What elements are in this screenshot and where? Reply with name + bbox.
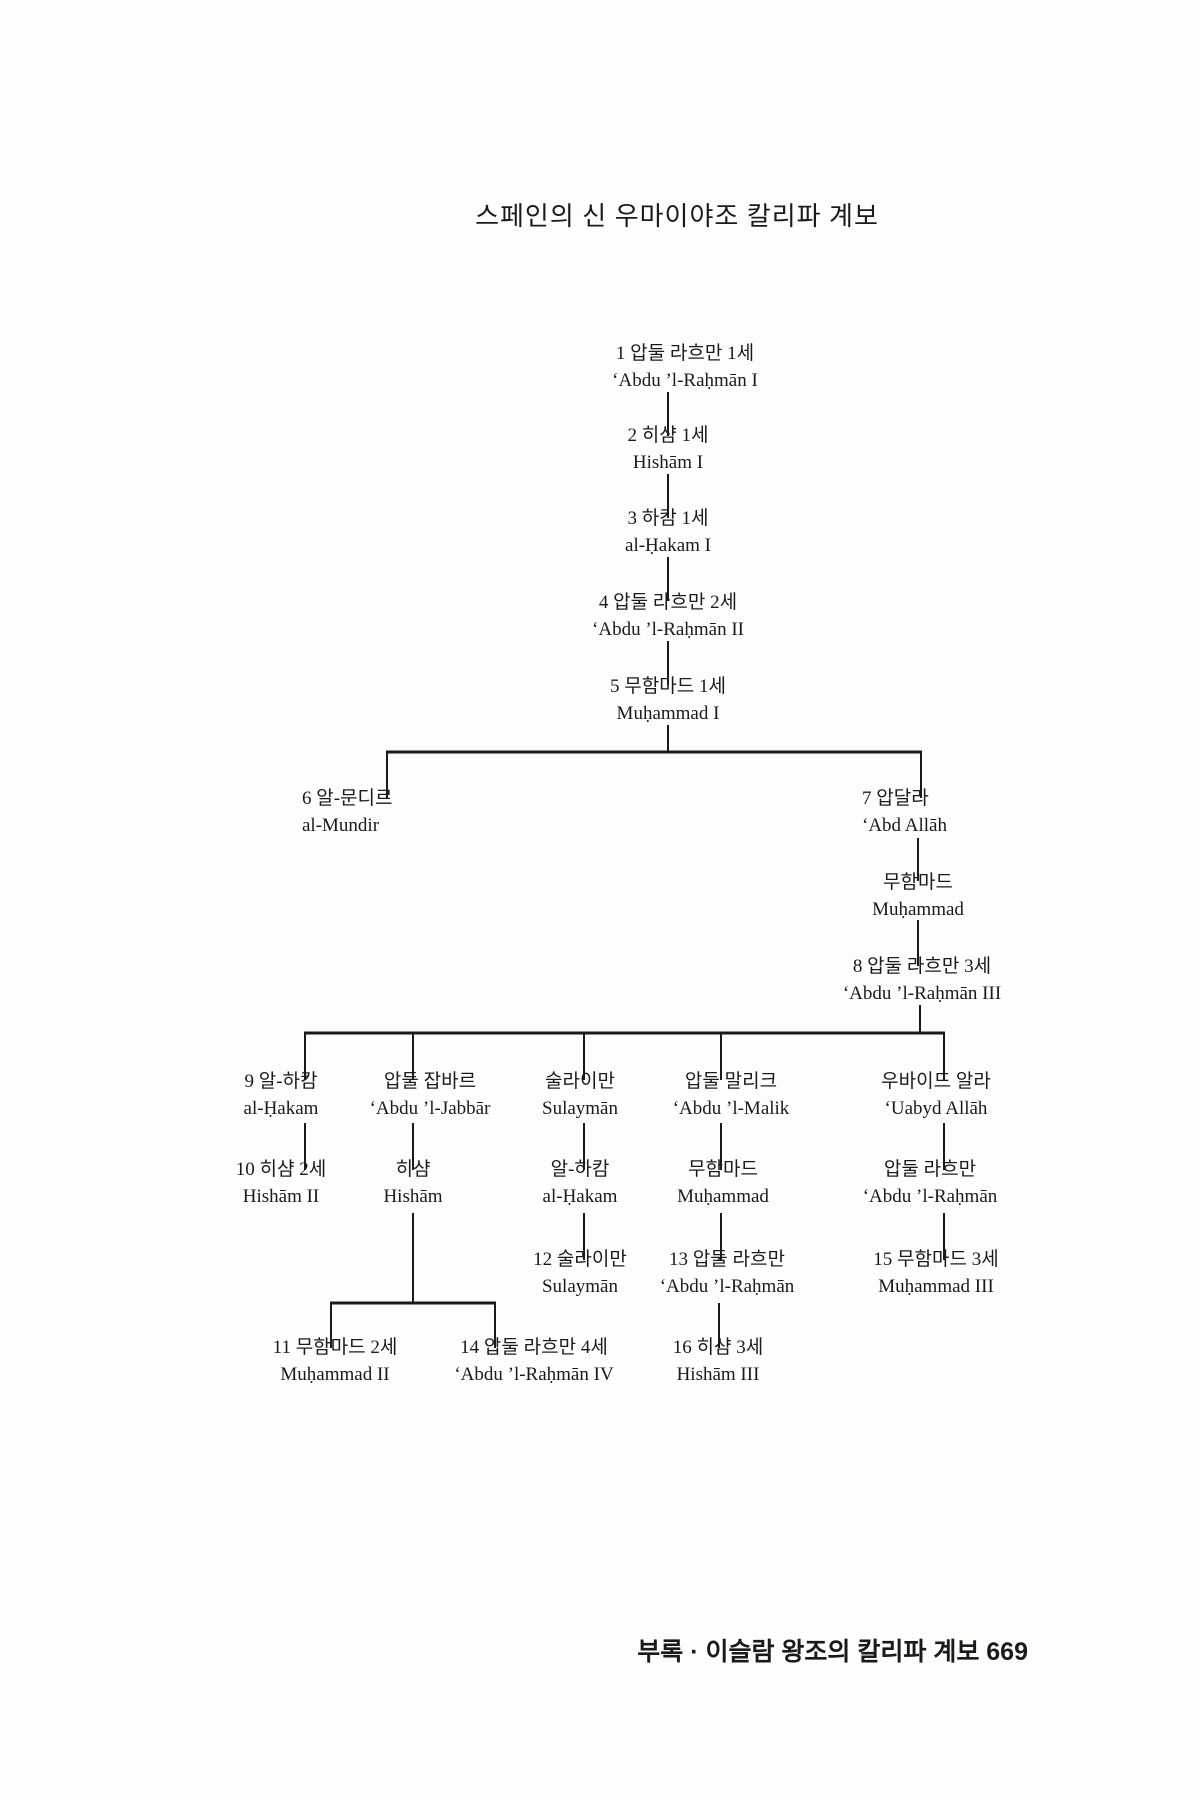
node-romanized-name: Hishām [383, 1186, 443, 1207]
tree-node: 무함마드 Muḥammad [872, 869, 964, 923]
node-romanized-name: Sulaymān [541, 1276, 618, 1297]
node-korean-name: 4 압둘 라흐만 2세 [598, 592, 738, 613]
node-romanized-name: Hishām I [632, 452, 704, 473]
tree-node: 1 압둘 라흐만 1세 ‘Abdu ’l-Raḥmān I [612, 340, 758, 394]
tree-node: 무함마드 Muḥammad [677, 1156, 769, 1210]
tree-node: 술라이만 Sulaymān [542, 1068, 618, 1122]
node-korean-name: 술라이만 [545, 1071, 615, 1092]
node-korean-name: 무함마드 [883, 872, 953, 893]
node-romanized-name: ‘Abdu ’l-Raḥmān [659, 1276, 795, 1297]
node-romanized-name: ‘Abd Allāh [862, 815, 947, 836]
node-korean-name: 알-하캄 [550, 1159, 610, 1180]
tree-node: 압둘 말리크 ‘Abdu ’l-Malik [673, 1068, 790, 1122]
node-korean-name: 압둘 라흐만 [883, 1159, 977, 1180]
node-romanized-name: ‘Abdu ’l-Raḥmān [862, 1186, 998, 1207]
tree-node: 압둘 잡바르 ‘Abdu ’l-Jabbār [370, 1068, 491, 1122]
page-number: 669 [986, 1638, 1028, 1666]
node-romanized-name: Muḥammad I [616, 703, 720, 724]
node-korean-name: 8 압둘 라흐만 3세 [852, 956, 992, 977]
node-romanized-name: ‘Abdu ’l-Jabbār [369, 1098, 491, 1119]
node-romanized-name: Hishām II [242, 1186, 320, 1207]
node-romanized-name: Hishām III [676, 1364, 760, 1385]
tree-node: 3 하캄 1세 al-Ḥakam I [625, 505, 711, 559]
node-korean-name: 16 히샴 3세 [672, 1337, 764, 1358]
tree-node: 4 압둘 라흐만 2세 ‘Abdu ’l-Raḥmān II [592, 589, 744, 643]
tree-node: 히샴 Hishām [383, 1156, 442, 1210]
tree-node: 5 무함마드 1세 Muḥammad I [610, 673, 726, 727]
node-korean-name: 압둘 잡바르 [383, 1071, 477, 1092]
node-korean-name: 14 압둘 라흐만 4세 [460, 1337, 608, 1358]
node-korean-name: 압둘 말리크 [684, 1071, 778, 1092]
node-korean-name: 5 무함마드 1세 [610, 676, 726, 697]
node-korean-name: 11 무함마드 2세 [272, 1337, 398, 1358]
chart-title: 스페인의 신 우마이야조 칼리파 계보 [475, 202, 879, 231]
tree-node: 10 히샴 2세 Hishām II [236, 1156, 326, 1210]
tree-node: 13 압둘 라흐만 ‘Abdu ’l-Raḥmān [660, 1246, 795, 1300]
node-korean-name: 13 압둘 라흐만 [669, 1249, 785, 1270]
node-romanized-name: al-Mundir [302, 815, 380, 836]
tree-node: 14 압둘 라흐만 4세 ‘Abdu ’l-Raḥmān IV [454, 1334, 613, 1388]
tree-node: 9 알-하캄 al-Ḥakam [244, 1068, 319, 1122]
page-footer: 부록 · 이슬람 왕조의 칼리파 계보 669 [637, 1632, 1028, 1668]
tree-node: 6 알-문디르 al-Mundir [302, 785, 393, 839]
tree-node: 12 술라이만 Sulaymān [533, 1246, 627, 1300]
node-romanized-name: al-Ḥakam I [625, 535, 711, 556]
node-korean-name: 1 압둘 라흐만 1세 [615, 343, 755, 364]
tree-node: 11 무함마드 2세 Muḥammad II [273, 1334, 398, 1388]
node-romanized-name: Muḥammad [677, 1186, 769, 1207]
node-romanized-name: al-Ḥakam [243, 1098, 319, 1119]
node-romanized-name: ‘Abdu ’l-Raḥmān IV [454, 1364, 614, 1385]
node-korean-name: 12 술라이만 [533, 1249, 627, 1270]
node-korean-name: 6 알-문디르 [302, 788, 393, 809]
footer-running-title: 부록 · 이슬람 왕조의 칼리파 계보 [637, 1638, 980, 1666]
tree-node: 2 히샴 1세 Hishām I [628, 422, 709, 476]
tree-node: 8 압둘 라흐만 3세 ‘Abdu ’l-Raḥmān III [843, 953, 1001, 1007]
node-korean-name: 15 무함마드 3세 [873, 1249, 999, 1270]
node-korean-name: 10 히샴 2세 [235, 1159, 327, 1180]
node-korean-name: 무함마드 [688, 1159, 758, 1180]
node-korean-name: 3 하캄 1세 [627, 508, 709, 529]
node-romanized-name: ‘Abdu ’l-Raḥmān III [842, 983, 1002, 1004]
node-romanized-name: ‘Abdu ’l-Malik [672, 1098, 790, 1119]
node-romanized-name: ‘Uabyd Allāh [884, 1098, 988, 1119]
tree-node: 16 히샴 3세 Hishām III [673, 1334, 763, 1388]
node-romanized-name: ‘Abdu ’l-Raḥmān II [592, 619, 744, 640]
tree-node: 압둘 라흐만 ‘Abdu ’l-Raḥmān [863, 1156, 998, 1210]
node-romanized-name: ‘Abdu ’l-Raḥmān I [612, 370, 758, 391]
tree-node: 7 압달라 ‘Abd Allāh [862, 785, 947, 839]
node-korean-name: 히샴 [395, 1159, 431, 1180]
node-korean-name: 우바이드 알라 [881, 1071, 991, 1092]
node-romanized-name: Muḥammad III [878, 1276, 994, 1297]
tree-node: 알-하캄 al-Ḥakam [543, 1156, 618, 1210]
node-korean-name: 9 알-하캄 [244, 1071, 318, 1092]
node-romanized-name: al-Ḥakam [542, 1186, 618, 1207]
tree-node: 15 무함마드 3세 Muḥammad III [873, 1246, 998, 1300]
node-romanized-name: Sulaymān [542, 1098, 618, 1119]
node-romanized-name: Muḥammad [872, 899, 964, 920]
node-korean-name: 7 압달라 [862, 788, 929, 809]
node-korean-name: 2 히샴 1세 [627, 425, 709, 446]
tree-node: 우바이드 알라 ‘Uabyd Allāh [881, 1068, 991, 1122]
node-romanized-name: Muḥammad II [280, 1364, 390, 1385]
